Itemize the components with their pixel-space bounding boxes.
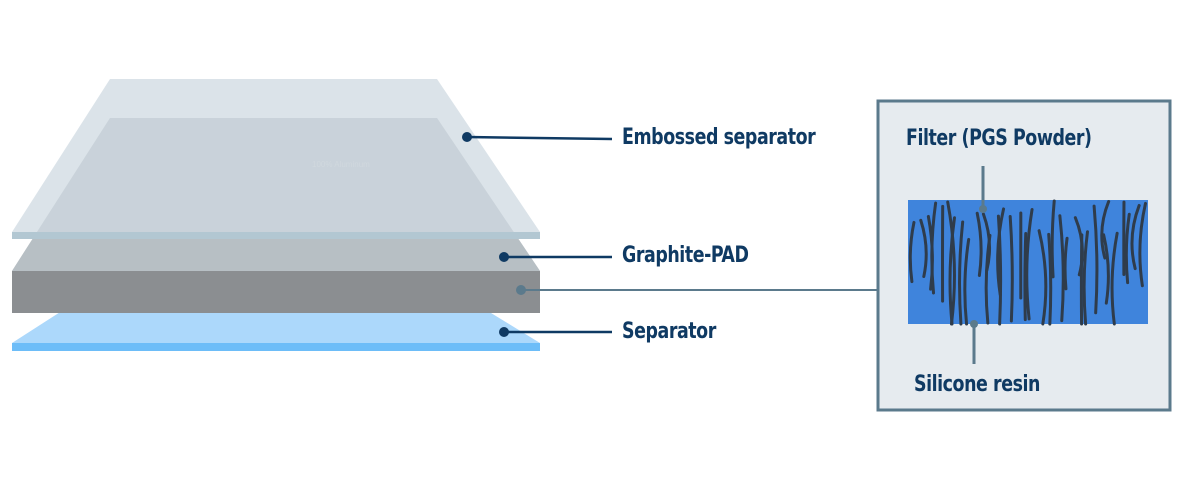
pgs-fiber xyxy=(919,218,928,279)
pgs-fiber xyxy=(1023,232,1028,322)
pgs-fiber xyxy=(908,220,916,284)
pgs-fiber xyxy=(1110,231,1119,326)
pgs-fiber xyxy=(958,220,965,326)
pgs-fiber xyxy=(1037,229,1048,326)
pgs-fiber xyxy=(946,200,956,326)
pgs-fiber xyxy=(963,237,971,326)
faint-note: 100% Aluminum xyxy=(312,160,370,169)
pgs-fiber xyxy=(1008,214,1014,323)
pgs-fiber xyxy=(1124,212,1131,285)
pgs-fiber xyxy=(1130,203,1141,271)
pgs-fiber xyxy=(1025,207,1034,321)
pgs-fiber xyxy=(1138,201,1147,288)
label-embossed-separator: Embossed separator xyxy=(622,125,816,150)
label-graphite-pad: Graphite-PAD xyxy=(622,243,749,268)
pgs-fiber xyxy=(1050,199,1056,279)
pgs-fiber xyxy=(930,201,938,295)
pgs-fiber xyxy=(1100,199,1111,260)
leader-graphite xyxy=(499,252,612,262)
embossed-separator-edge xyxy=(12,232,540,239)
label-separator: Separator xyxy=(622,319,716,344)
pgs-fiber xyxy=(948,216,956,326)
pgs-fiber xyxy=(1047,232,1053,326)
graphite-pad-front xyxy=(12,271,540,313)
leader-embossed xyxy=(462,132,613,142)
label-silicone-resin: Silicone resin xyxy=(914,372,1041,397)
pgs-fibers xyxy=(908,199,1147,326)
pgs-fiber xyxy=(1063,236,1069,291)
leader-separator xyxy=(499,327,612,337)
pgs-fiber xyxy=(996,207,1006,297)
pgs-fiber xyxy=(975,211,983,278)
leader-inset xyxy=(516,285,877,295)
pgs-fiber xyxy=(1058,214,1065,323)
pgs-fiber xyxy=(1102,233,1110,305)
separator-edge xyxy=(12,343,540,351)
leader-silicone xyxy=(970,320,978,364)
label-filter: Filter (PGS Powder) xyxy=(906,126,1092,151)
pgs-fiber xyxy=(1092,204,1099,315)
leader-filter xyxy=(979,166,987,213)
pgs-fiber xyxy=(984,233,992,325)
pgs-fiber xyxy=(1082,230,1089,326)
